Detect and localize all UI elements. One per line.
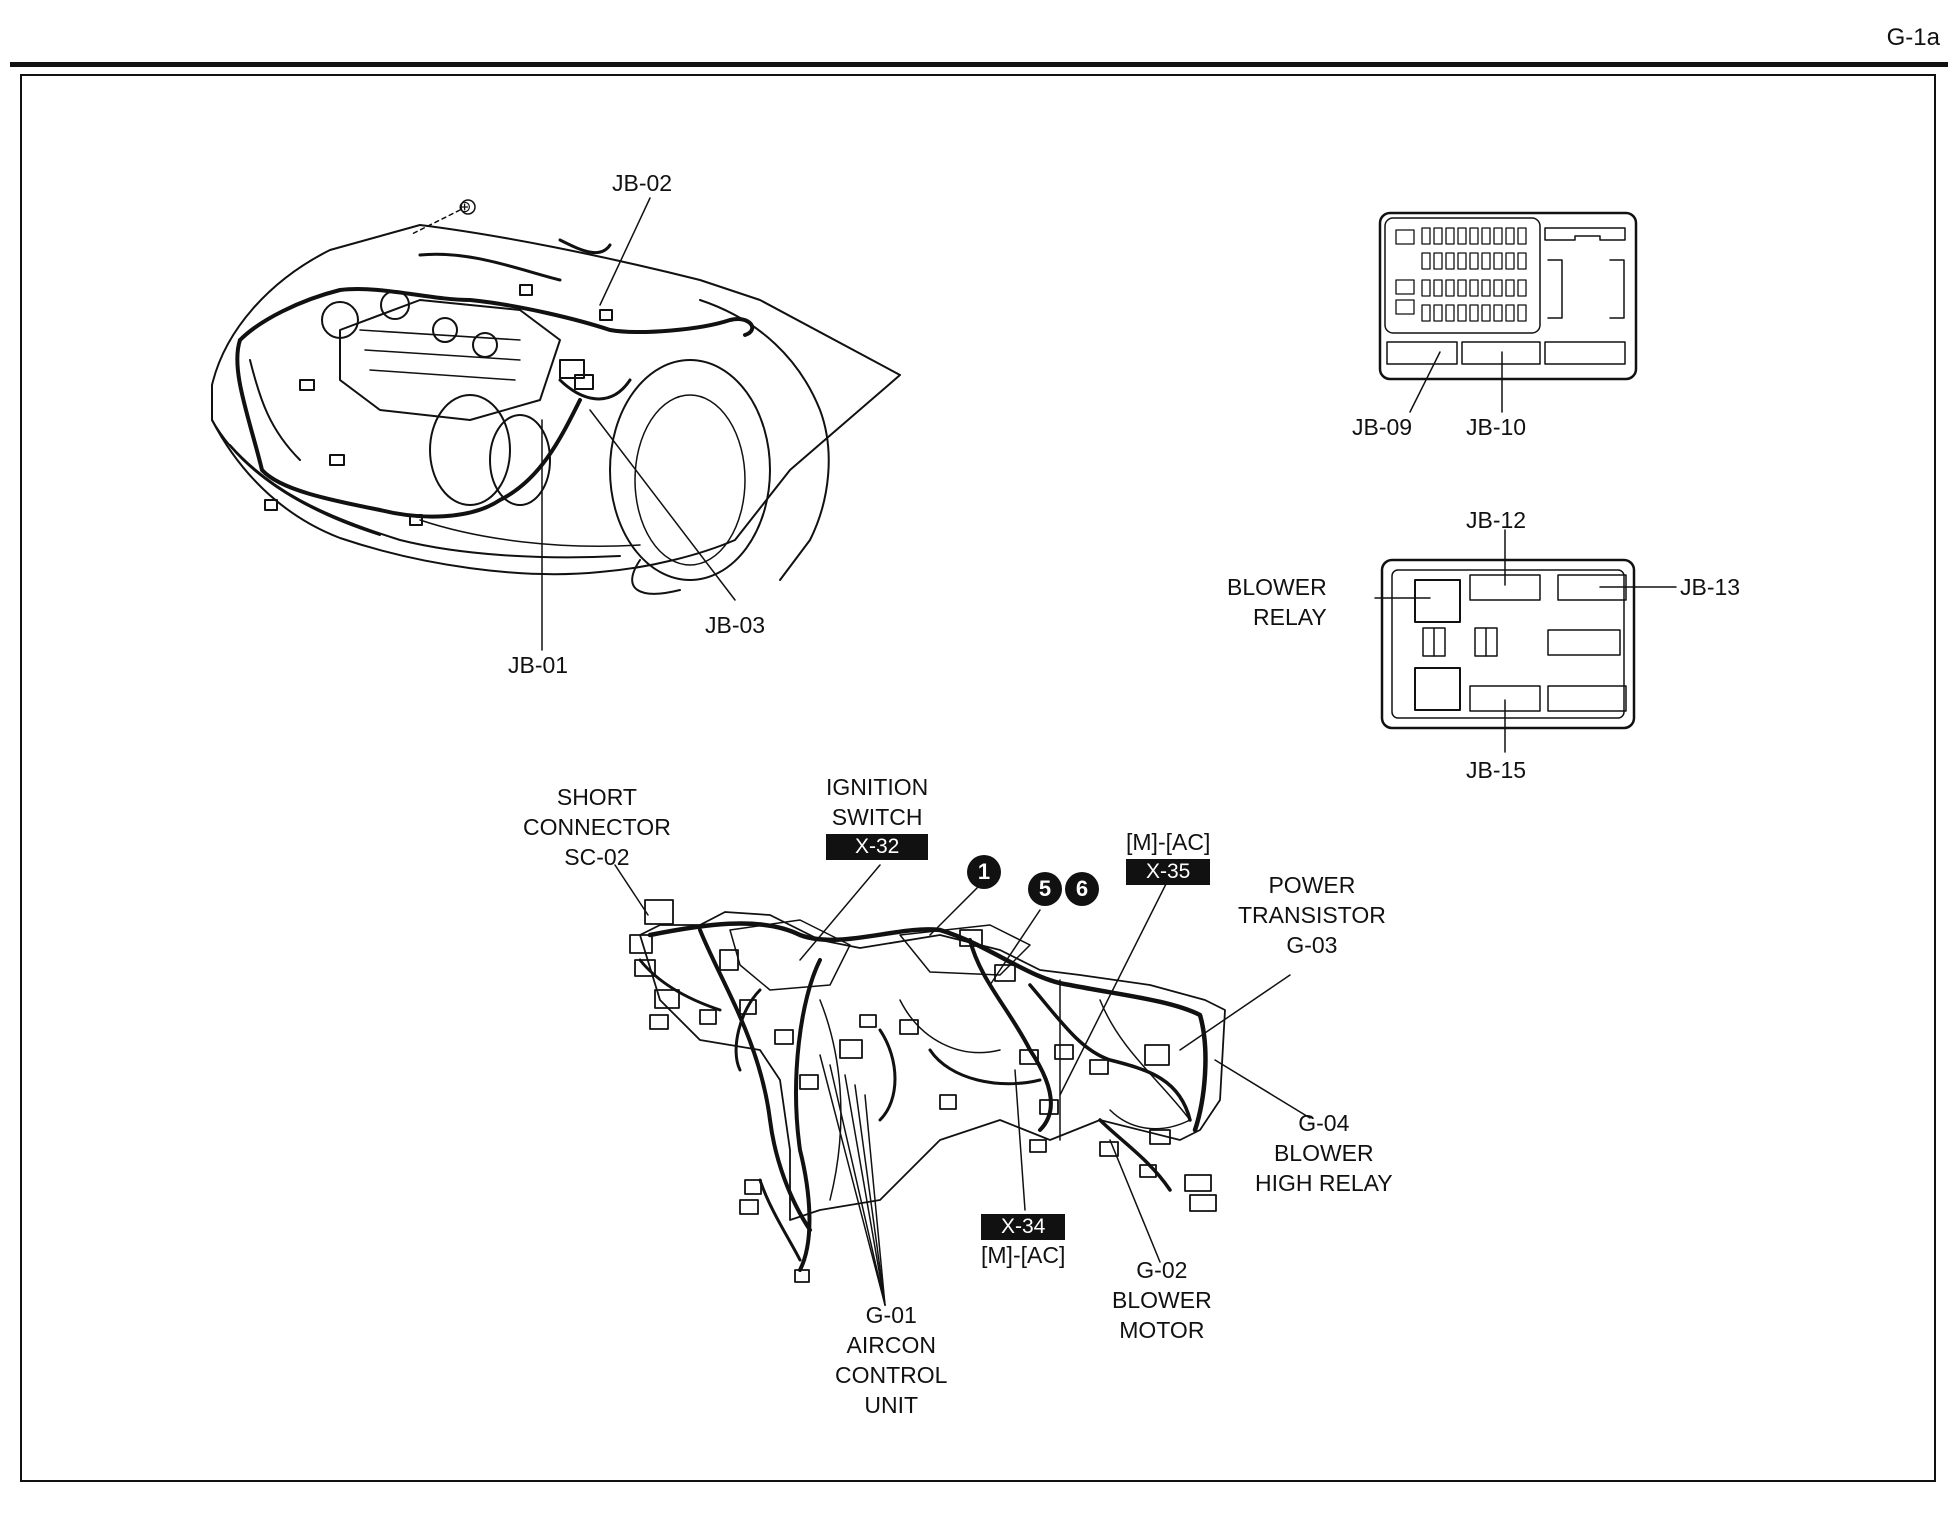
header-rule — [10, 62, 1948, 67]
callout-6-icon: 6 — [1065, 872, 1099, 906]
page-number: G-1a — [1886, 24, 1940, 51]
label-jb-12: JB-12 — [1466, 507, 1527, 533]
connector-tag-x34: X-34 — [981, 1214, 1066, 1240]
junction-box-fuse-panel — [1378, 211, 1638, 413]
label-jb-02: JB-02 — [612, 170, 673, 196]
callout-1-icon: 1 — [967, 855, 1001, 889]
label-jb-01: JB-01 — [508, 652, 569, 678]
label-jb-15: JB-15 — [1466, 757, 1527, 783]
label-g02-blower-motor: G-02 BLOWER MOTOR — [1112, 1257, 1212, 1343]
connector-tag-x35: X-35 — [1126, 859, 1211, 885]
label-m-ac-x34: X-34 [M]-[AC] — [981, 1214, 1066, 1268]
diagram-frame — [20, 74, 1936, 1482]
label-g01-aircon-control-unit: G-01 AIRCON CONTROL UNIT — [835, 1302, 948, 1418]
label-blower-relay: BLOWER RELAY — [1227, 574, 1327, 630]
connector-tag-x32: X-32 — [826, 834, 929, 860]
label-jb-09: JB-09 — [1352, 414, 1413, 440]
ground-marker-icon: ⊕ — [458, 199, 472, 216]
callout-5-icon: 5 — [1028, 872, 1062, 906]
label-power-transistor: POWER TRANSISTOR G-03 — [1238, 872, 1386, 958]
label-jb-03: JB-03 — [705, 612, 766, 638]
label-jb-13: JB-13 — [1680, 574, 1741, 600]
engine-bay-illustration — [211, 197, 901, 651]
label-jb-10: JB-10 — [1466, 414, 1527, 440]
label-short-connector: SHORT CONNECTOR SC-02 — [523, 784, 671, 870]
dash-harness-illustration — [614, 864, 1311, 1306]
label-m-ac-x35: [M]-[AC] X-35 — [1126, 829, 1211, 885]
label-g04-blower-high-relay: G-04 BLOWER HIGH RELAY — [1255, 1110, 1393, 1196]
label-ignition-switch: IGNITION SWITCH X-32 — [826, 774, 929, 860]
junction-box-relay-panel — [1374, 529, 1677, 753]
